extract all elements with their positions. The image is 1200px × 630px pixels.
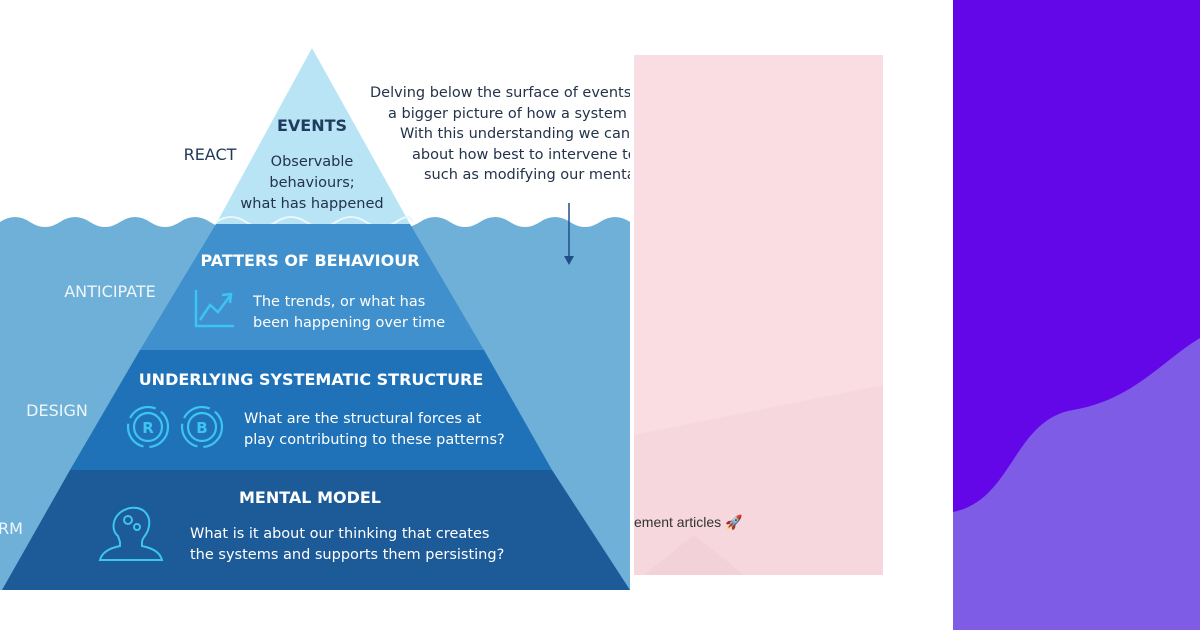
purple-wave-shape [953, 338, 1200, 630]
side-label-design: DESIGN [26, 401, 88, 420]
level-title-structure: UNDERLYING SYSTEMATIC STRUCTURE [139, 370, 484, 389]
pink-card [634, 55, 883, 575]
mental-desc-line-1: What is it about our thinking that creat… [190, 526, 489, 542]
card-shade [634, 385, 883, 575]
head-gears-icon [98, 506, 164, 561]
events-desc-line-3: what has happened [240, 196, 383, 212]
intro-line-3: With this understanding we can r [400, 126, 630, 142]
trend-chart-icon [194, 290, 234, 328]
patterns-desc-line-2: been happening over time [253, 315, 445, 331]
level-title-events: EVENTS [277, 116, 347, 135]
mental-desc-line-2: the systems and supports them persisting… [190, 547, 504, 563]
articles-link-text[interactable]: ement articles 🚀 [634, 514, 743, 530]
events-desc-line-2: behaviours; [269, 175, 354, 191]
level-title-patterns: PATTERS OF BEHAVIOUR [200, 251, 419, 270]
intro-line-2: a bigger picture of how a system a [388, 105, 630, 122]
purple-side-panel [953, 0, 1200, 630]
intro-line-1: Delving below the surface of events [370, 85, 630, 101]
card-chevron [644, 535, 744, 575]
intro-paragraph: Delving below the surface of events a bi… [370, 83, 630, 186]
structure-desc-line-1: What are the structural forces at [244, 411, 481, 427]
side-label-anticipate: ANTICIPATE [64, 282, 156, 301]
card-decoration [634, 385, 883, 575]
level-patterns [140, 224, 484, 350]
reinforcing-balancing-loops-icon [126, 405, 224, 449]
intro-line-5: such as modifying our mental [424, 167, 630, 183]
balancing-loop-letter: B [196, 419, 207, 437]
down-arrow-head [564, 256, 574, 265]
side-label-react: REACT [184, 145, 237, 164]
level-title-mental-model: MENTAL MODEL [239, 488, 381, 507]
structure-desc-line-2: play contributing to these patterns? [244, 432, 505, 448]
reinforcing-loop-letter: R [142, 419, 154, 437]
level-structure [70, 350, 552, 470]
iceberg-tip [216, 48, 410, 224]
patterns-desc-line-1: The trends, or what has [252, 294, 425, 310]
intro-line-4: about how best to intervene to [412, 146, 630, 163]
side-label-transform: RM [0, 519, 23, 538]
events-desc-line-1: Observable [271, 154, 354, 170]
